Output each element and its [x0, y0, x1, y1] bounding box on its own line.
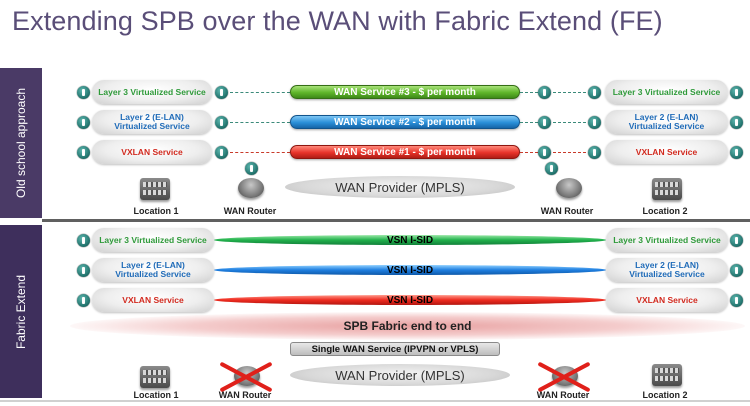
switch-icon	[140, 178, 170, 200]
service-cloud-left: Layer 3 Virtualized Service	[92, 228, 214, 252]
dashed-link	[520, 122, 538, 123]
service-connector-icon	[77, 264, 90, 277]
bottom-rule	[0, 400, 750, 402]
service-label: VXLAN Service	[635, 146, 698, 157]
service-connector-icon	[215, 146, 228, 159]
switch-icon	[652, 364, 682, 386]
service-cloud-left: VXLAN Service	[92, 140, 212, 164]
service-connector-icon	[215, 116, 228, 129]
service-connector-icon	[538, 116, 551, 129]
vsn-isid-tube: VSN I-SID	[214, 294, 606, 306]
dashed-link	[520, 92, 538, 93]
wan-router-right-label: WAN Router	[536, 390, 590, 400]
service-connector-icon	[730, 264, 743, 277]
service-cloud-left: Layer 3 Virtualized Service	[92, 80, 212, 104]
spb-fabric-label: SPB Fabric end to end	[343, 319, 472, 333]
service-connector-icon	[215, 86, 228, 99]
service-cloud-right: Layer 3 Virtualized Service	[605, 80, 728, 104]
service-connector-icon	[77, 294, 90, 307]
wan-router-right-label: WAN Router	[540, 206, 594, 216]
service-cloud-left: Layer 2 (E-LAN) Virtualized Service	[92, 258, 214, 282]
dashed-link	[520, 152, 538, 153]
dashed-link	[230, 152, 290, 153]
switch-icon	[140, 366, 170, 388]
service-connector-icon	[588, 116, 601, 129]
service-cloud-right: Layer 3 Virtualized Service	[606, 228, 728, 252]
service-label: VXLAN Service	[636, 294, 698, 305]
service-connector-icon	[730, 86, 743, 99]
service-cloud-right: Layer 2 (E-LAN) Virtualized Service	[605, 110, 728, 134]
service-label: Layer 3 Virtualized Service	[98, 86, 206, 97]
wan-provider-label: WAN Provider (MPLS)	[335, 179, 465, 195]
single-wan-service-bar: Single WAN Service (IPVPN or VPLS)	[290, 342, 500, 356]
service-connector-icon	[588, 86, 601, 99]
service-label: VXLAN Service	[121, 146, 183, 157]
dashed-link	[553, 122, 586, 123]
service-cloud-left: VXLAN Service	[92, 288, 214, 312]
wan-service-pipe: WAN Service #3 - $ per month	[290, 85, 520, 99]
section-label-old-school-text: Old school approach	[14, 87, 29, 199]
location-1-label: Location 1	[133, 206, 179, 216]
wan-service-pipe: WAN Service #1 - $ per month	[290, 145, 520, 159]
location-2-label: Location 2	[642, 390, 688, 400]
location-2-label: Location 2	[642, 206, 688, 216]
wan-provider-cloud: WAN Provider (MPLS)	[285, 176, 515, 198]
service-cloud-left: Layer 2 (E-LAN) Virtualized Service	[92, 110, 212, 134]
vsn-isid-tube: VSN I-SID	[214, 234, 606, 246]
service-cloud-right: VXLAN Service	[606, 288, 728, 312]
service-label: Layer 2 (E-LAN) Virtualized Service	[115, 260, 191, 279]
router-icon	[238, 178, 264, 198]
service-label: Layer 2 (E-LAN) Virtualized Service	[629, 260, 705, 279]
service-connector-icon	[588, 146, 601, 159]
section-label-fabric-extend: Fabric Extend	[0, 225, 42, 398]
location-1-label: Location 1	[133, 390, 179, 400]
service-label: VXLAN Service	[122, 294, 184, 305]
wan-service-label: WAN Service #2 - $ per month	[334, 116, 476, 128]
service-label: Layer 3 Virtualized Service	[612, 86, 721, 97]
red-x-icon	[220, 362, 272, 392]
router-connector-icon	[245, 162, 258, 175]
service-label: Layer 3 Virtualized Service	[99, 234, 207, 245]
red-x-icon	[538, 362, 590, 392]
wan-router-left-label: WAN Router	[218, 390, 272, 400]
dashed-link	[553, 92, 586, 93]
wan-service-label: WAN Service #1 - $ per month	[334, 146, 476, 158]
wan-provider-cloud: WAN Provider (MPLS)	[290, 364, 510, 386]
section-divider	[42, 219, 750, 222]
dashed-link	[230, 122, 290, 123]
service-cloud-right: VXLAN Service	[605, 140, 728, 164]
service-connector-icon	[730, 116, 743, 129]
section-label-old-school: Old school approach	[0, 68, 42, 218]
page-title: Extending SPB over the WAN with Fabric E…	[12, 6, 663, 36]
router-connector-icon	[545, 162, 558, 175]
vsn-isid-label: VSN I-SID	[386, 234, 434, 246]
dashed-link	[230, 92, 290, 93]
router-icon	[556, 178, 582, 198]
service-cloud-right: Layer 2 (E-LAN) Virtualized Service	[606, 258, 728, 282]
service-label: Layer 3 Virtualized Service	[613, 234, 721, 245]
service-connector-icon	[730, 146, 743, 159]
service-connector-icon	[77, 86, 90, 99]
service-connector-icon	[77, 116, 90, 129]
wan-provider-label: WAN Provider (MPLS)	[335, 367, 465, 383]
wan-service-pipe: WAN Service #2 - $ per month	[290, 115, 520, 129]
service-connector-icon	[77, 146, 90, 159]
wan-router-left-label: WAN Router	[223, 206, 277, 216]
switch-icon	[652, 178, 682, 200]
dashed-link	[553, 152, 586, 153]
service-connector-icon	[538, 146, 551, 159]
vsn-isid-tube: VSN I-SID	[214, 264, 606, 276]
service-connector-icon	[730, 294, 743, 307]
service-label: Layer 2 (E-LAN) Virtualized Service	[628, 112, 705, 131]
single-wan-service-label: Single WAN Service (IPVPN or VPLS)	[311, 343, 479, 355]
service-connector-icon	[730, 234, 743, 247]
section-label-fabric-extend-text: Fabric Extend	[14, 274, 29, 349]
spb-fabric-band: SPB Fabric end to end	[70, 312, 745, 340]
service-connector-icon	[538, 86, 551, 99]
wan-service-label: WAN Service #3 - $ per month	[334, 86, 476, 98]
service-connector-icon	[77, 234, 90, 247]
vsn-isid-label: VSN I-SID	[386, 264, 434, 276]
service-label: Layer 2 (E-LAN) Virtualized Service	[114, 112, 190, 131]
vsn-isid-label: VSN I-SID	[386, 294, 434, 306]
